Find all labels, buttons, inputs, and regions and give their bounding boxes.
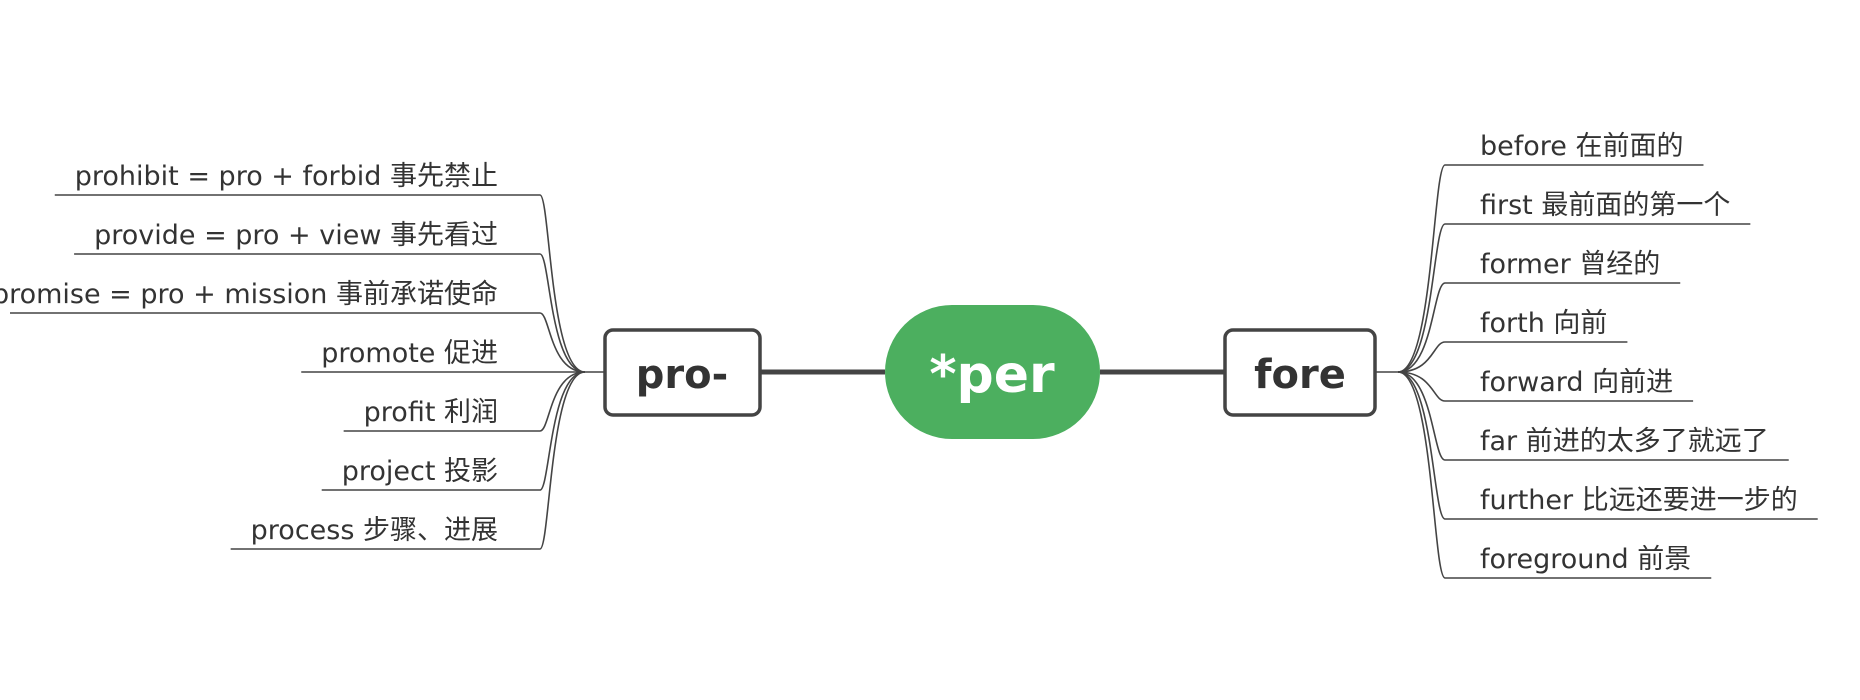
branch-node-pro[interactable]: pro- bbox=[603, 328, 762, 417]
root-label: *per bbox=[929, 345, 1055, 405]
leaf-label: promise = pro + mission 事前承诺使命 bbox=[0, 279, 498, 310]
leaf-connector bbox=[539, 253, 586, 373]
leaf-label: prohibit = pro + forbid 事先禁止 bbox=[75, 161, 498, 192]
leaf-label: forward 向前进 bbox=[1480, 367, 1673, 398]
leaf-label: profit 利润 bbox=[364, 397, 498, 428]
leaf-connector bbox=[1397, 371, 1446, 461]
leaf-label: former 曾经的 bbox=[1480, 249, 1660, 280]
leaf-connector bbox=[539, 371, 586, 432]
root-node[interactable]: *per bbox=[885, 305, 1100, 439]
leaf-label: provide = pro + view 事先看过 bbox=[94, 220, 498, 251]
leaf-label: first 最前面的第一个 bbox=[1480, 190, 1730, 221]
leaf-label: far 前进的太多了就远了 bbox=[1480, 426, 1769, 457]
leaf-connector bbox=[1397, 371, 1446, 520]
leaf-connector bbox=[1397, 371, 1446, 579]
leaf-label: before 在前面的 bbox=[1480, 131, 1683, 162]
leaf-connector bbox=[1397, 341, 1446, 373]
branch-label-fore: fore bbox=[1254, 352, 1346, 398]
fore-branch-leaves: before 在前面的 first 最前面的第一个 former 曾经的 forth … bbox=[1375, 131, 1818, 579]
leaf-connector bbox=[1397, 282, 1446, 373]
branch-label-pro: pro- bbox=[636, 352, 728, 398]
leaf-connector bbox=[1397, 371, 1446, 402]
leaf-connector bbox=[539, 312, 586, 373]
leaf-connector bbox=[1397, 164, 1446, 373]
leaf-connector bbox=[539, 371, 586, 491]
leaf-label: foreground 前景 bbox=[1480, 544, 1691, 575]
leaf-label: further 比远还要进一步的 bbox=[1480, 485, 1798, 516]
leaf-label: process 步骤、进展 bbox=[251, 515, 498, 546]
leaf-connector bbox=[539, 194, 586, 373]
branch-node-fore[interactable]: fore bbox=[1223, 328, 1377, 417]
pro-branch-leaves: prohibit = pro + forbid 事先禁止 provide = pr… bbox=[0, 161, 605, 550]
leaf-label: project 投影 bbox=[342, 456, 498, 487]
leaf-connector bbox=[1397, 223, 1446, 373]
leaf-label: promote 促进 bbox=[321, 338, 498, 369]
leaf-label: forth 向前 bbox=[1480, 308, 1607, 339]
leaf-connector bbox=[539, 371, 586, 550]
